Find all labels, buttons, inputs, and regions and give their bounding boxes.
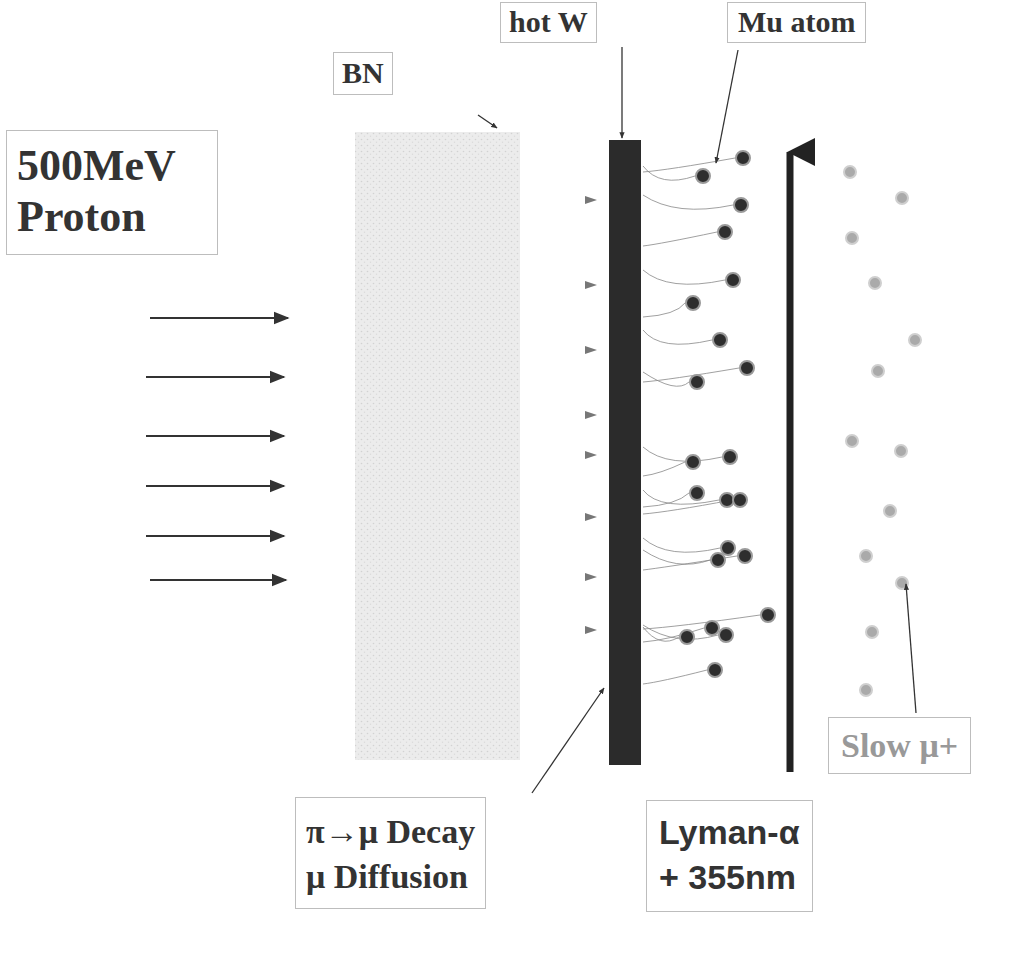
label-text: Lyman-α <box>659 813 800 852</box>
muon-markers <box>585 196 597 634</box>
label-text: + 355nm <box>659 858 800 897</box>
label-box: BN <box>333 52 393 95</box>
label-text: hot W <box>509 5 588 40</box>
label-box: Slow μ+ <box>828 717 971 774</box>
label-box: π→μ Decay μ Diffusion <box>295 797 486 909</box>
mu-atoms <box>680 151 775 677</box>
label-text: BN <box>342 56 384 91</box>
label-text: π→μ Decay <box>306 812 475 851</box>
proton-beam <box>146 318 288 580</box>
tungsten-foil <box>609 140 641 765</box>
bn-target <box>355 132 520 760</box>
trails <box>643 158 760 684</box>
laser-arrow <box>787 152 794 772</box>
leader-lines <box>478 47 916 793</box>
label-box: hot W <box>500 2 597 43</box>
label-text: Slow μ+ <box>841 726 958 765</box>
slow-muons <box>844 166 921 696</box>
label-box: Lyman-α + 355nm <box>646 800 813 912</box>
label-box: Mu atom <box>727 2 866 43</box>
label-text: μ Diffusion <box>306 857 475 896</box>
label-box: 500MeV Proton <box>6 130 218 255</box>
label-text: Mu atom <box>738 5 855 40</box>
label-text: 500MeV Proton <box>17 141 207 242</box>
